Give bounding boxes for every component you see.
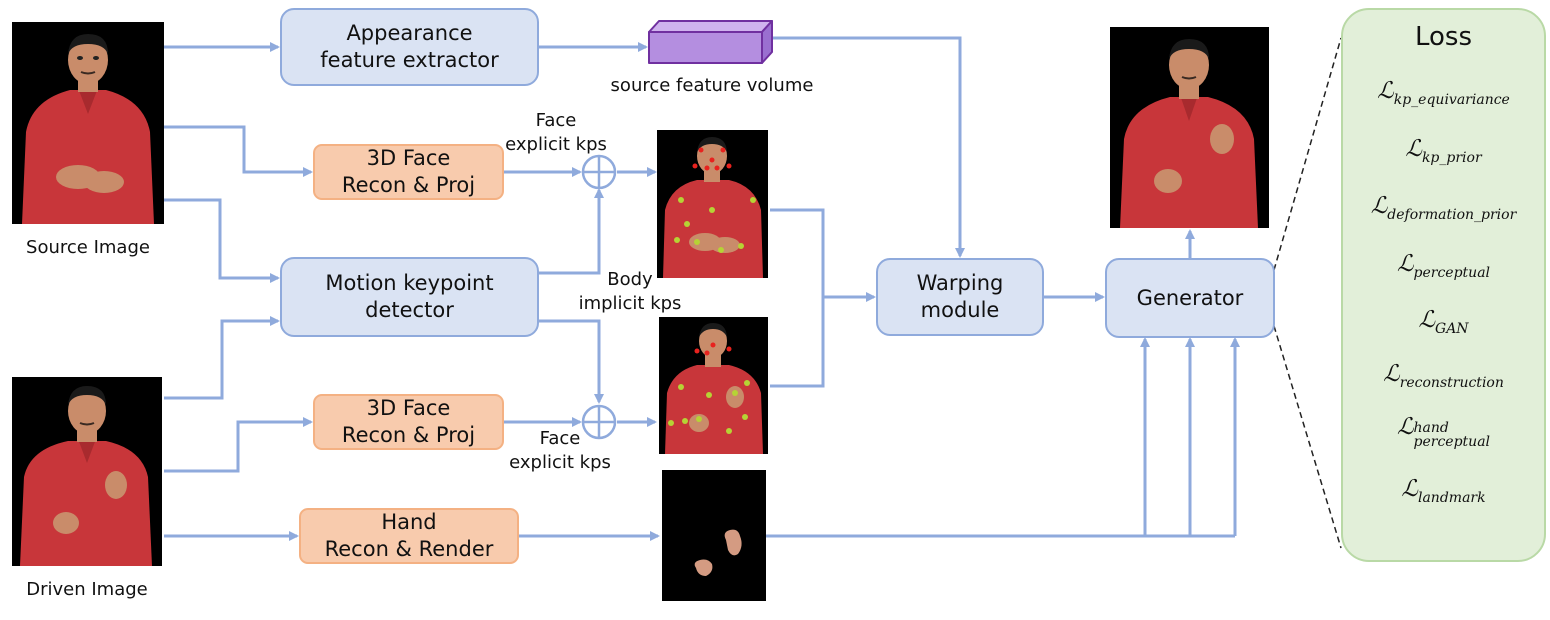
hand-render-image	[662, 470, 766, 601]
warping-label-line2: module	[920, 298, 1000, 322]
arrow-driven-to-face-recon-bottom	[164, 417, 313, 473]
source-image-label: Source Image	[26, 237, 150, 258]
face-recon-bottom-line2: Recon & Proj	[341, 423, 476, 447]
appearance-label-line2: feature extractor	[320, 48, 499, 72]
hand-label-line1: Hand	[381, 510, 437, 534]
loss-symbol: ℒ	[1405, 136, 1422, 162]
loss-term: ℒlandmark	[1343, 476, 1544, 506]
appearance-label-line1: Appearance	[346, 21, 473, 45]
loss-term: ℒreconstruction	[1343, 361, 1544, 391]
face-kps-top-line2: explicit kps	[505, 134, 607, 155]
loss-symbol: ℒ	[1396, 414, 1414, 440]
arrow-kps-images-to-warping	[770, 208, 874, 388]
arrow-source-to-face-recon-top	[164, 125, 313, 177]
source-feature-volume	[648, 20, 773, 64]
face-kps-top-line1: Face	[535, 110, 577, 131]
body-implicit-kps-label: Body implicit kps	[570, 268, 690, 316]
face-recon-bottom-line1: 3D Face	[366, 396, 451, 420]
face-recon-top-line1: 3D Face	[366, 146, 451, 170]
arrow-motion-to-plus-top	[539, 188, 604, 275]
body-kps-line2: implicit kps	[578, 293, 682, 314]
face-recon-proj-box-top: 3D Face Recon & Proj	[313, 144, 504, 200]
motion-keypoint-detector-box: Motion keypoint detector	[280, 257, 539, 337]
loss-zoom-line-top	[1273, 37, 1342, 271]
loss-subscript: perceptual	[1413, 265, 1491, 281]
motion-label-line2: detector	[365, 298, 454, 322]
body-kps-image-source	[657, 130, 768, 278]
body-kps-image-driven	[659, 317, 768, 454]
loss-subscript: deformation_prior	[1387, 207, 1517, 223]
loss-term: ℒkp_equivariance	[1343, 78, 1544, 108]
loss-symbol: ℒ	[1418, 307, 1436, 333]
loss-subscript: kp_prior	[1421, 150, 1482, 166]
loss-symbol: ℒ	[1370, 193, 1388, 219]
loss-title: Loss	[1414, 22, 1473, 52]
face-recon-proj-box-bottom: 3D Face Recon & Proj	[313, 394, 504, 450]
loss-symbol: ℒ	[1401, 476, 1418, 502]
arrow-volume-to-warping	[772, 36, 965, 258]
hand-recon-render-box: Hand Recon & Render	[299, 508, 519, 564]
warping-label-line1: Warping	[916, 271, 1004, 295]
loss-subscript: reconstruction	[1399, 375, 1504, 391]
arrow-source-to-motion	[164, 198, 280, 283]
source-feature-volume-label: source feature volume	[610, 75, 814, 96]
generator-box: Generator	[1105, 258, 1275, 338]
face-kps-bottom-line2: explicit kps	[509, 452, 611, 473]
source-image	[12, 22, 164, 224]
loss-subscript: landmark	[1417, 490, 1486, 506]
body-kps-line1: Body	[607, 269, 653, 290]
hand-label-line2: Recon & Render	[324, 537, 494, 561]
arrow-motion-to-plus-bottom	[539, 319, 604, 404]
driven-image	[12, 377, 162, 566]
face-explicit-kps-top-label: Face explicit kps	[496, 109, 616, 157]
loss-symbol: ℒ	[1377, 78, 1394, 104]
loss-term: ℒGAN	[1343, 307, 1544, 337]
loss-subscript: GAN	[1435, 321, 1469, 337]
appearance-feature-extractor-box: Appearance feature extractor	[280, 8, 539, 86]
loss-term: ℒdeformation_prior	[1343, 193, 1544, 223]
loss-symbol: ℒ	[1383, 361, 1400, 387]
loss-term: ℒkp_prior	[1343, 136, 1544, 166]
face-recon-top-line2: Recon & Proj	[341, 173, 476, 197]
arrow-driven-to-motion	[164, 316, 280, 400]
face-kps-bottom-line1: Face	[539, 428, 581, 449]
sum-node-bottom	[581, 404, 617, 440]
sum-node-top	[581, 154, 617, 190]
output-image	[1110, 27, 1269, 228]
face-explicit-kps-bottom-label: Face explicit kps	[500, 427, 620, 475]
motion-label-line1: Motion keypoint	[325, 271, 494, 295]
loss-subscript: kp_equivariance	[1393, 92, 1510, 108]
loss-superscript: hand	[1413, 420, 1449, 436]
loss-term: ℒperceptual	[1343, 251, 1544, 281]
loss-subscript: perceptual	[1413, 434, 1491, 450]
warping-module-box: Warping module	[876, 258, 1044, 336]
driven-image-label: Driven Image	[26, 579, 148, 600]
generator-label: Generator	[1136, 285, 1244, 310]
loss-symbol: ℒ	[1396, 251, 1414, 277]
loss-zoom-line-bottom	[1273, 325, 1342, 549]
